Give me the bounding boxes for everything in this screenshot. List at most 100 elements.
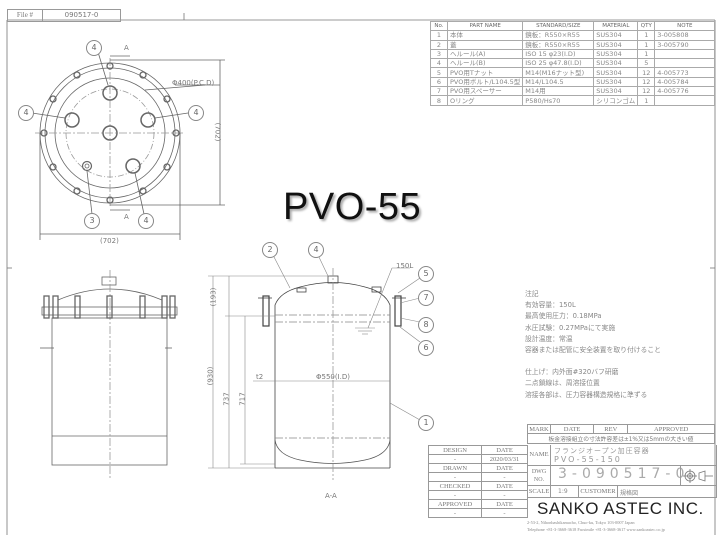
cell: ヘルール(B) [446,58,524,69]
cell [654,95,716,106]
note-line: 有効容量：150L [525,301,576,310]
balloon-4: 4 [308,242,324,258]
cell: SUS304 [593,76,639,88]
header-note: NOTE [654,20,716,32]
cell: PVO用ボルト/L104.5型 [446,76,524,88]
projection-symbol [680,466,717,485]
header-part-name: PART NAME [446,20,524,32]
lid-height-dim: (193) [209,287,218,307]
cell: 3-005790 [654,39,716,50]
date-label: DATE [481,481,528,491]
cell [654,48,716,60]
checked-date: - [481,490,528,500]
cell: 3 [430,48,448,60]
drawn-name: - [427,472,483,482]
approved-date: - [481,508,528,518]
drawing-name-jp: フランジオープン加圧容器 [554,447,650,455]
cell: SUS304 [593,39,639,50]
cell: SUS304 [593,67,639,78]
design-date: 2020/03/31 [481,454,528,464]
dim-717: 717 [238,392,247,406]
header-no: No. [430,20,448,32]
cell: P580/Hs70 [522,95,595,106]
header-standard-size: STANDARD/SIZE [522,20,595,32]
model-title: PVO-55 [283,186,422,228]
cell: 1 [637,95,656,106]
thickness-dim: t2 [256,373,264,381]
balloon-4: 4 [18,105,34,121]
cell: ヘルール(A) [446,48,524,60]
cell: M14用 [522,86,595,97]
top-height-dim: (702) [213,122,222,142]
volume-label: 150L [396,262,414,270]
name-label: NAME [528,445,551,466]
note-line: 設計温度：常温 [525,334,573,343]
rev-header: REV [593,424,629,434]
notes-heading: 注記 [525,290,539,298]
mark-header: MARK [527,424,551,434]
cell: SUS304 [593,86,639,97]
scale-value: 1:9 [558,488,568,495]
cell: 鏡板：R550×R55 [522,39,595,50]
balloon-6: 6 [418,340,434,356]
cell: 3-005808 [654,30,716,41]
cell: M14/L104.5 [522,76,595,88]
balloon-4: 4 [188,105,204,121]
cell: 蓋 [446,39,524,50]
file-number-label: File # [8,10,43,21]
note-line: 二点鎖線は、周溶接位置 [525,379,600,388]
date-label: DATE [481,445,528,455]
third-angle-projection-icon [683,469,713,483]
address-line: 2-53-2, Nihonbashikamacho, Chuo-ku, Toky… [527,520,635,525]
cell: 12 [637,86,656,97]
company-name: SANKO ASTEC INC. [537,499,704,518]
diameter-dim: Φ550(I.D) [316,373,351,381]
balloon-7: 7 [418,290,434,306]
note-line: 仕上げ：内外面#320バフ研磨 [525,368,619,377]
approved-name: - [427,508,483,518]
parts-list-table: No. PART NAME STANDARD/SIZE MATERIAL QTY… [430,20,716,106]
pcd-label: Φ400(P.C.D) [172,79,215,87]
cell: 5 [430,67,448,78]
cell: 2 [430,39,448,50]
cell: 4 [430,58,448,69]
cell: 1 [637,30,656,41]
date-label: DATE [481,463,528,473]
design-label: DESIGN [427,445,483,455]
drawn-date: - [481,472,528,482]
note-line: 最高使用圧力：0.18MPa [525,312,602,321]
cell: Oリング [446,95,524,106]
file-number-box: File # 090517-0 [7,9,121,22]
cell: ISO 15 φ23(I.D) [522,48,595,60]
header-material: MATERIAL [593,20,639,32]
notes-block: 注記 有効容量：150L 最高使用圧力：0.18MPa 水圧試験：0.27MPa… [525,289,661,401]
drawing-name-model: PVO-55-150 [554,455,622,464]
parts-table-header: No. PART NAME STANDARD/SIZE MATERIAL QTY… [430,20,716,32]
revision-block: MARK DATE REV APPROVED 板金溶接組立の寸法許容差は±1%又… [527,424,715,444]
cell: シリコンゴム [593,95,639,106]
balloon-8: 8 [418,317,434,333]
cell: ISO 25 φ47.8(I.D) [522,58,595,69]
balloon-3: 3 [84,213,100,229]
scale-label: SCALE [528,486,551,497]
cell: 8 [430,95,448,106]
cell: 4-005773 [654,67,716,78]
cell: 7 [430,86,448,97]
note-line: 容器または配管に安全装置を取り付けること [525,346,661,355]
cell: M14(M16ナット型) [522,67,595,78]
section-label: A-A [325,492,337,500]
cell: 1 [430,30,448,41]
date-label: DATE [481,499,528,509]
balloon-1: 1 [418,415,434,431]
cell: 本体 [446,30,524,41]
cell [654,58,716,69]
